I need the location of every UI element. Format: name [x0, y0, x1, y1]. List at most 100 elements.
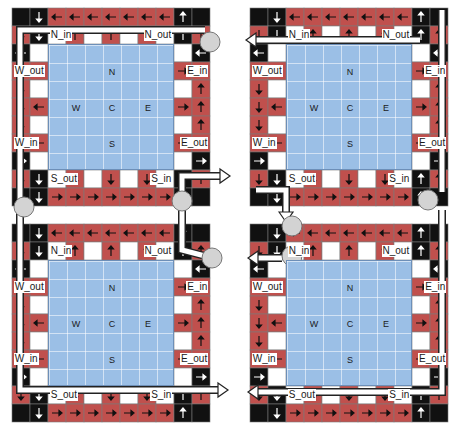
flow-arrow: [290, 15, 300, 20]
empty-cell: [322, 170, 340, 188]
flow-arrow: [109, 174, 114, 184]
port-label: E_in: [424, 65, 446, 77]
port-cell: [30, 8, 48, 26]
path-arrowhead: [246, 33, 256, 47]
flow-arrow: [344, 411, 354, 416]
flow-arrow: [199, 300, 204, 310]
flow-arrow: [106, 15, 116, 20]
ring-cell: [138, 224, 156, 242]
empty-cell: [30, 152, 48, 170]
direction-letter: N: [347, 67, 354, 78]
ring-cell: [48, 8, 66, 26]
ring-cell: [322, 8, 340, 26]
ring-cell: [322, 188, 340, 206]
ring-cell: [84, 8, 102, 26]
ring-cell: [66, 224, 84, 242]
switch-circle: [14, 197, 34, 217]
port-cell: [250, 8, 268, 26]
ring-cell: [304, 404, 322, 422]
port-label: W_in: [14, 353, 39, 365]
flow-arrow: [398, 15, 408, 20]
port-label: E_out: [180, 137, 208, 149]
ring-cell: [286, 404, 304, 422]
router-core: NWCES: [286, 44, 412, 170]
port-label: S_out: [288, 389, 316, 401]
buffer-cell: [174, 98, 192, 116]
buffer-cell: [30, 314, 48, 332]
empty-cell: [120, 170, 138, 188]
ring-cell: [250, 170, 268, 188]
direction-letter: C: [347, 319, 354, 330]
port-cell: [250, 44, 268, 62]
path-arrowhead: [220, 169, 230, 183]
switch-circle: [418, 190, 438, 210]
flow-arrow: [344, 231, 354, 236]
flow-arrow: [124, 411, 134, 416]
buffer-cell: [30, 98, 48, 116]
port-cell: [250, 368, 268, 386]
port-cell: [30, 242, 48, 260]
flow-arrow: [37, 174, 42, 184]
buffer-cell: [268, 98, 286, 116]
buffer-cell: [174, 314, 192, 332]
flow-arrow: [88, 195, 98, 200]
flow-arrow: [37, 192, 42, 202]
flow-arrow: [160, 231, 170, 236]
port-cell: [30, 170, 48, 188]
port-cell: [268, 8, 286, 26]
path-core: [20, 30, 205, 200]
direction-letter: N: [347, 283, 354, 294]
flow-arrow: [290, 195, 300, 200]
ring-cell: [138, 404, 156, 422]
flow-arrow: [254, 51, 264, 56]
flow-arrow: [254, 267, 264, 272]
port-cell: [174, 8, 192, 26]
direction-letter: N: [109, 283, 116, 294]
empty-cell: [174, 152, 192, 170]
flow-arrow: [88, 231, 98, 236]
flow-arrow: [142, 15, 152, 20]
flow-arrow: [37, 408, 42, 418]
port-label: W_in: [252, 137, 277, 149]
empty-cell: [268, 260, 286, 278]
port-label: S_in: [388, 389, 410, 401]
flow-arrow: [142, 411, 152, 416]
empty-cell: [30, 44, 48, 62]
port-label: N_out: [144, 29, 173, 41]
switch-circle: [172, 191, 192, 211]
empty-cell: [322, 242, 340, 260]
ring-cell: [358, 8, 376, 26]
direction-letter: W: [72, 319, 81, 330]
flow-arrow: [419, 228, 424, 238]
flow-arrow: [142, 231, 152, 236]
ring-cell: [156, 8, 174, 26]
buffer-cell: [102, 170, 120, 188]
ring-cell: [358, 188, 376, 206]
ring-cell: [304, 188, 322, 206]
port-cell: [250, 260, 268, 278]
ring-cell: [102, 404, 120, 422]
flow-arrow: [70, 195, 80, 200]
port-cell: [174, 404, 192, 422]
empty-cell: [174, 332, 192, 350]
ring-cell: [376, 8, 394, 26]
ring-cell: [192, 98, 210, 116]
empty-cell: [174, 368, 192, 386]
port-label: W_out: [14, 281, 45, 293]
port-label: N_in: [288, 245, 311, 257]
flow-arrow: [106, 195, 116, 200]
empty-cell: [412, 368, 430, 386]
flow-arrow: [347, 174, 352, 184]
path-core: [258, 256, 282, 261]
empty-cell: [268, 80, 286, 98]
ring-cell: [120, 404, 138, 422]
flow-arrow: [160, 411, 170, 416]
flow-arrow: [326, 195, 336, 200]
empty-cell: [412, 332, 430, 350]
flow-arrow: [290, 411, 300, 416]
ring-cell: [322, 224, 340, 242]
empty-cell: [84, 242, 102, 260]
port-label: N_in: [50, 245, 73, 257]
empty-cell: [174, 260, 192, 278]
port-cell: [192, 224, 210, 242]
